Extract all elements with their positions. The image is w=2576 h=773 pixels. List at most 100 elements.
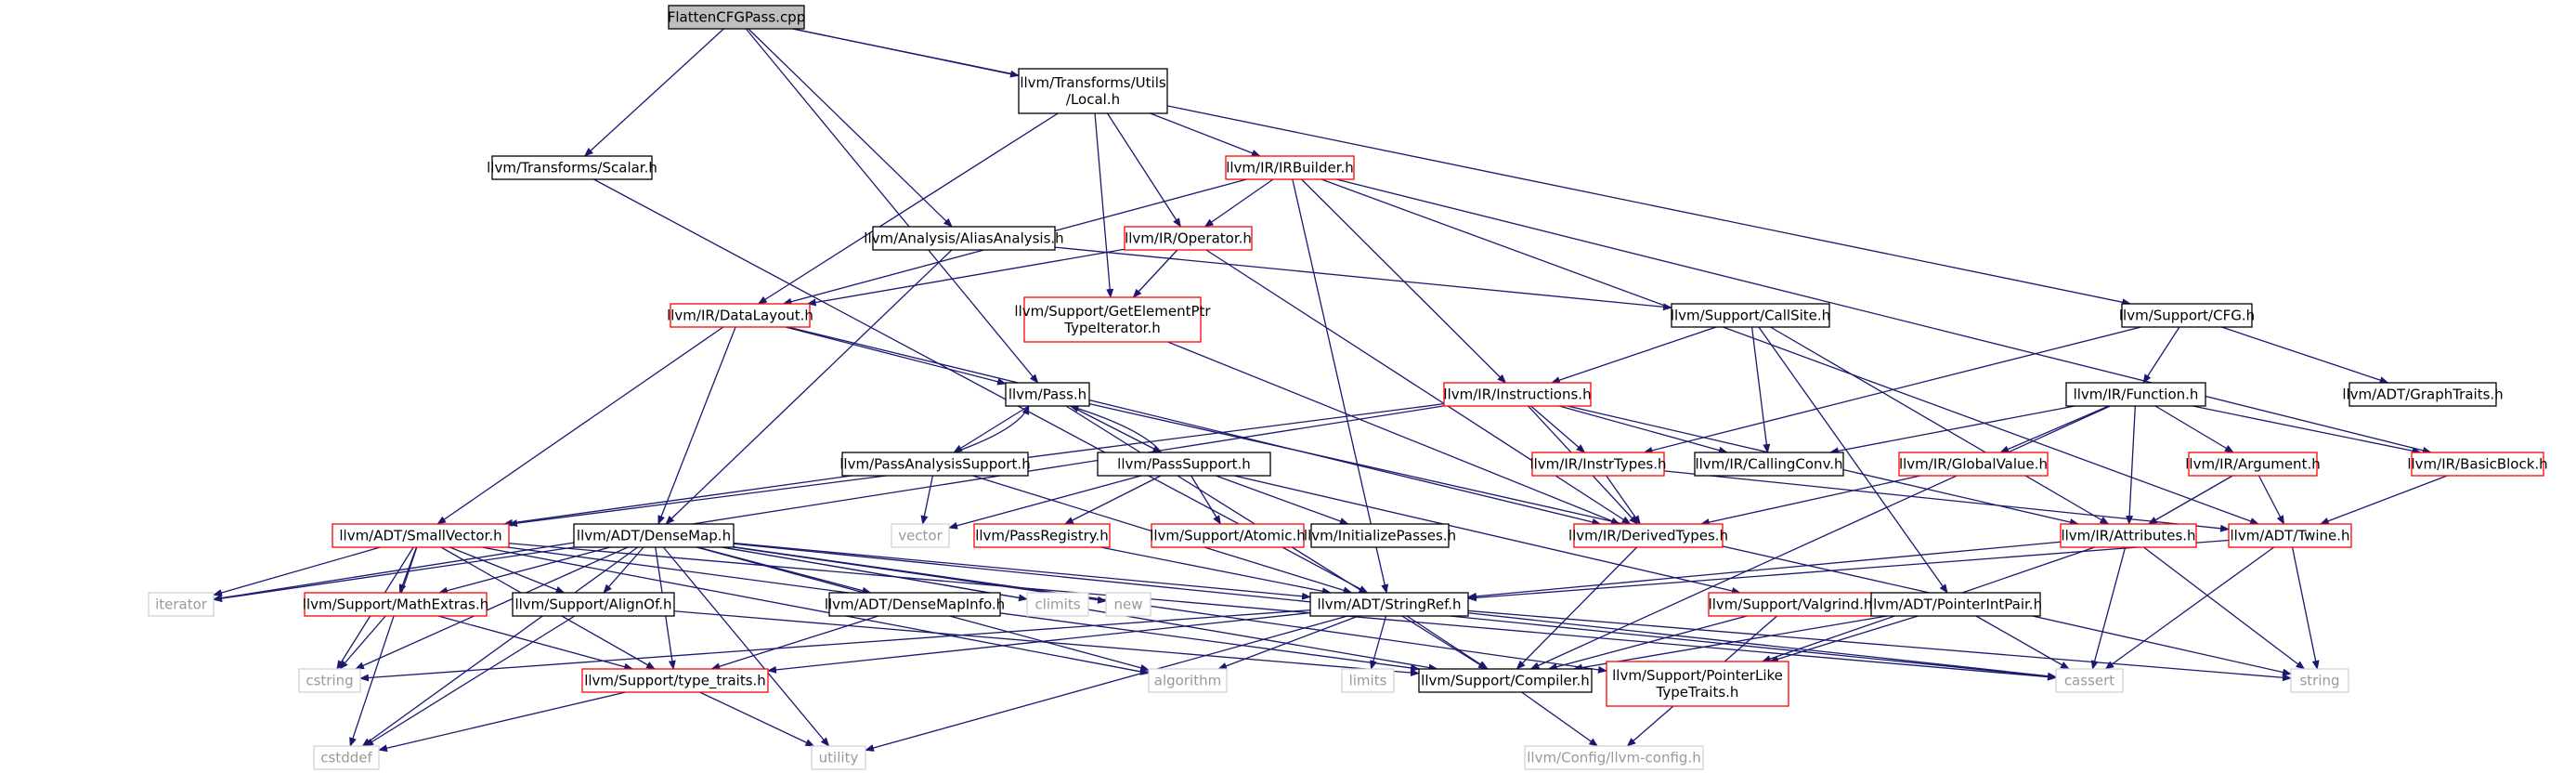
node-box-attributes bbox=[2060, 523, 2197, 548]
node-twine[interactable]: llvm/ADT/Twine.h bbox=[2228, 523, 2352, 548]
node-datalayout[interactable]: llvm/IR/DataLayout.h bbox=[667, 303, 813, 328]
node-local[interactable]: llvm/Transforms/Utils/Local.h bbox=[1018, 68, 1168, 114]
node-smallvector[interactable]: llvm/ADT/SmallVector.h bbox=[332, 523, 510, 548]
node-alignof[interactable]: llvm/Support/AlignOf.h bbox=[512, 592, 675, 617]
node-label-operator: llvm/IR/Operator.h bbox=[1125, 230, 1252, 247]
node-function[interactable]: llvm/IR/Function.h bbox=[2065, 382, 2206, 407]
edge-derivedtypes-to-compiler bbox=[1516, 546, 1638, 670]
node-box-irbuilder bbox=[1225, 155, 1355, 180]
edge-smallvector-to-alignof bbox=[449, 546, 566, 594]
node-typetraits[interactable]: llvm/Support/type_traits.h bbox=[581, 668, 769, 693]
edge-datalayout-to-smallvector bbox=[436, 326, 724, 525]
node-operator[interactable]: llvm/IR/Operator.h bbox=[1124, 226, 1253, 251]
node-graphtraits[interactable]: llvm/ADT/GraphTraits.h bbox=[2342, 382, 2504, 407]
node-densemap[interactable]: llvm/ADT/DenseMap.h bbox=[573, 523, 735, 548]
node-derivedtypes[interactable]: llvm/IR/DerivedTypes.h bbox=[1568, 523, 1728, 548]
node-callsite[interactable]: llvm/Support/CallSite.h bbox=[1671, 303, 1830, 328]
node-label-root: FlattenCFGPass.cpp bbox=[668, 9, 805, 26]
edge-function-to-callingconv bbox=[1828, 405, 2075, 455]
edge-root-to-scalar bbox=[583, 28, 724, 157]
node-initializepasses[interactable]: llvm/InitializePasses.h bbox=[1304, 523, 1456, 548]
node-box-callingconv bbox=[1694, 452, 1844, 477]
edge-passanalysis-to-smallvector bbox=[502, 475, 852, 527]
edge-root-to-aliasanalysis bbox=[748, 28, 953, 228]
node-attributes[interactable]: llvm/IR/Attributes.h bbox=[2060, 523, 2197, 548]
node-instructions[interactable]: llvm/IR/Instructions.h bbox=[1443, 382, 1592, 407]
node-globalvalue[interactable]: llvm/IR/GlobalValue.h bbox=[1898, 452, 2049, 477]
node-valgrind[interactable]: llvm/Support/Valgrind.h bbox=[1708, 592, 1873, 617]
node-label-cstring: cstring bbox=[306, 673, 353, 689]
node-argument[interactable]: llvm/IR/Argument.h bbox=[2185, 452, 2321, 477]
edge-operator-to-derivedtypes bbox=[1205, 249, 1632, 525]
node-stringref[interactable]: llvm/ADT/StringRef.h bbox=[1309, 592, 1469, 617]
node-compiler[interactable]: llvm/Support/Compiler.h bbox=[1418, 668, 1593, 693]
node-box-string bbox=[2290, 668, 2349, 693]
node-box-climits bbox=[1026, 592, 1089, 617]
node-label-vector: vector bbox=[898, 528, 943, 544]
node-atomic[interactable]: llvm/Support/Atomic.h bbox=[1150, 523, 1306, 548]
edge-passsupport-to-initializepasses bbox=[1216, 475, 1349, 525]
edge-callsite-to-callingconv bbox=[1750, 326, 1771, 453]
node-pass[interactable]: llvm/Pass.h bbox=[1005, 382, 1090, 407]
node-box-instrtypes bbox=[1531, 452, 1665, 477]
edge-stringref-to-algorithm bbox=[1217, 615, 1360, 670]
node-irbuilder[interactable]: llvm/IR/IRBuilder.h bbox=[1225, 155, 1355, 180]
node-callingconv[interactable]: llvm/IR/CallingConv.h bbox=[1694, 452, 1844, 477]
edge-callsite-to-attributes bbox=[1770, 326, 2110, 525]
edge-stringref-to-string bbox=[1467, 609, 2292, 682]
node-box-getelementptr bbox=[1023, 296, 1202, 343]
node-box-pointerlike bbox=[1606, 661, 1789, 707]
edge-instructions-to-iterator bbox=[213, 405, 1445, 602]
edge-mathextras-to-typetraits bbox=[437, 615, 634, 671]
edge-densemap-to-cstddef bbox=[361, 546, 639, 747]
node-box-graphtraits bbox=[2348, 382, 2497, 407]
node-label-scalar: llvm/Transforms/Scalar.h bbox=[487, 160, 657, 177]
node-box-iterator bbox=[148, 592, 215, 617]
node-pointerintpair[interactable]: llvm/ADT/PointerIntPair.h bbox=[1869, 592, 2042, 617]
edge-function-to-basicblock bbox=[2192, 405, 2422, 455]
edge-pointerintpair-to-pointerlike bbox=[1769, 615, 1919, 663]
edge-attributes-to-string bbox=[2143, 546, 2306, 670]
node-passregistry[interactable]: llvm/PassRegistry.h bbox=[973, 523, 1111, 548]
node-label-alignof: llvm/Support/AlignOf.h bbox=[514, 596, 671, 613]
edge-passanalysis-to-pass bbox=[953, 405, 1030, 453]
node-passsupport[interactable]: llvm/PassSupport.h bbox=[1097, 452, 1271, 477]
edge-densemap-to-stringref bbox=[733, 542, 1311, 600]
node-box-datalayout bbox=[670, 303, 811, 328]
edge-stringref-to-cassert bbox=[1467, 612, 2057, 680]
edge-densemap-to-utility bbox=[662, 546, 830, 747]
node-basicblock[interactable]: llvm/IR/BasicBlock.h bbox=[2407, 452, 2548, 477]
edge-twine-to-stringref bbox=[1467, 539, 2230, 602]
node-cfg[interactable]: llvm/Support/CFG.h bbox=[2119, 303, 2255, 328]
node-box-callsite bbox=[1671, 303, 1830, 328]
node-box-pass bbox=[1005, 382, 1090, 407]
node-aliasanalysis[interactable]: llvm/Analysis/AliasAnalysis.h bbox=[864, 226, 1064, 251]
node-limits: limits bbox=[1341, 668, 1395, 693]
edge-pass-to-passsupport bbox=[1070, 405, 1163, 453]
node-box-operator bbox=[1124, 226, 1253, 251]
edge-stringref-to-limits bbox=[1370, 615, 1387, 670]
node-label-derivedtypes: llvm/IR/DerivedTypes.h bbox=[1568, 528, 1728, 544]
edge-datalayout-to-densemap bbox=[657, 326, 736, 525]
node-label-pointerlike: llvm/Support/PointerLike bbox=[1612, 667, 1783, 684]
node-vector: vector bbox=[891, 523, 950, 548]
node-densemapinfo[interactable]: llvm/ADT/DenseMapInfo.h bbox=[825, 592, 1005, 617]
node-iterator: iterator bbox=[148, 592, 215, 617]
node-box-densemap bbox=[573, 523, 735, 548]
node-mathextras[interactable]: llvm/Support/MathExtras.h bbox=[303, 592, 488, 617]
edge-valgrind-to-compiler bbox=[1547, 615, 1748, 671]
edge-aliasanalysis-to-densemap bbox=[665, 249, 953, 525]
node-label-callingconv: llvm/IR/CallingConv.h bbox=[1695, 456, 1842, 473]
edge-alignof-to-cstddef bbox=[364, 615, 576, 747]
node-passanalysis[interactable]: llvm/PassAnalysisSupport.h bbox=[839, 452, 1031, 477]
edge-datalayout-to-derivedtypes bbox=[787, 326, 1602, 526]
node-climits: climits bbox=[1026, 592, 1089, 617]
node-label-pass: llvm/Pass.h bbox=[1008, 386, 1086, 403]
node-scalar[interactable]: llvm/Transforms/Scalar.h bbox=[487, 155, 657, 180]
node-box-basicblock bbox=[2411, 452, 2544, 477]
node-label-getelementptr: llvm/Support/GetElementPtr bbox=[1014, 303, 1211, 320]
node-instrtypes[interactable]: llvm/IR/InstrTypes.h bbox=[1529, 452, 1667, 477]
edge-stringref-to-compiler bbox=[1406, 615, 1489, 670]
